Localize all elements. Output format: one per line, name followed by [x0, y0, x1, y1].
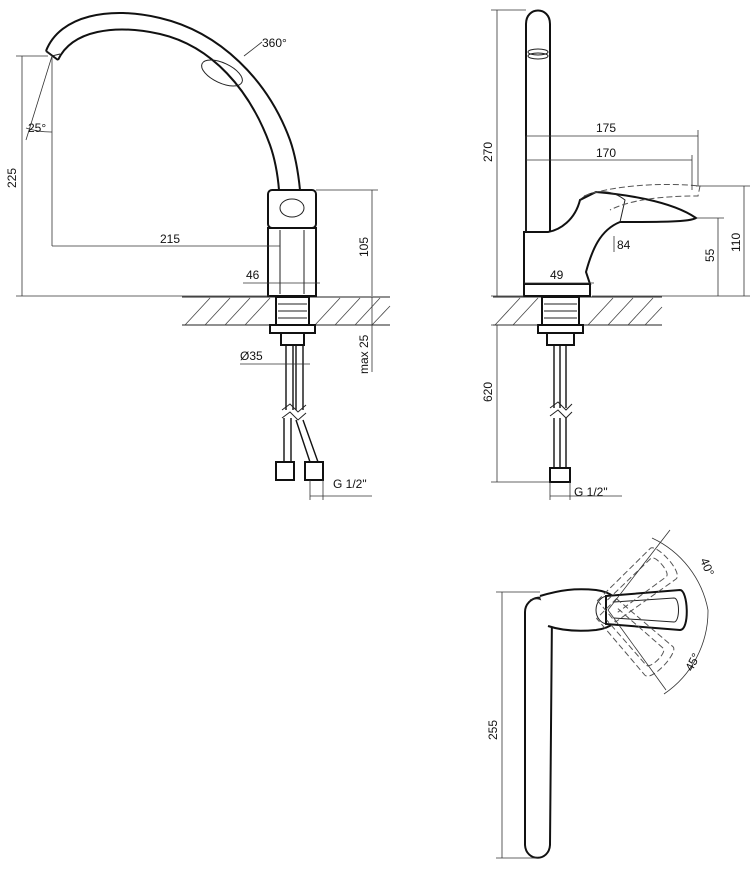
dim-g-thread-front: G 1/2" — [333, 477, 367, 491]
front-swivel-ring — [201, 59, 243, 87]
dim-46: 46 — [246, 268, 260, 282]
dim-49: 49 — [550, 268, 564, 282]
dim-40-deg: 40° — [697, 556, 717, 578]
front-spout-inner — [57, 28, 280, 191]
front-body-top — [267, 189, 317, 229]
front-view: 225 25° 360° 215 105 46 Ø35 max 25 G 1/2… — [5, 12, 391, 500]
dim-255: 255 — [486, 720, 500, 740]
front-spout — [45, 12, 301, 191]
dim-225: 225 — [5, 168, 19, 188]
dim-45-deg: 45° — [682, 651, 703, 674]
dim-620: 620 — [481, 382, 495, 402]
top-handle-rotated-left — [596, 547, 678, 623]
side-hose — [549, 345, 573, 483]
top-view: 255 40° 45° — [486, 529, 717, 859]
dim-35-diameter: Ø35 — [240, 349, 263, 363]
side-handle — [579, 191, 626, 223]
dim-175: 175 — [596, 121, 616, 135]
dim-g-thread-side: G 1/2" — [574, 485, 608, 499]
side-view: 270 175 170 84 55 110 49 620 G 1/2" — [481, 9, 750, 500]
dim-max-25: max 25 — [357, 334, 371, 374]
dim-215: 215 — [160, 232, 180, 246]
front-hoses — [275, 345, 324, 481]
dim-110: 110 — [729, 233, 743, 252]
top-handle — [605, 588, 688, 632]
dim-105: 105 — [357, 237, 371, 257]
front-body — [267, 227, 317, 297]
top-handle-rotated-right — [596, 598, 675, 677]
side-spout — [525, 9, 551, 233]
dim-270: 270 — [481, 142, 495, 162]
dim-360-deg: 360° — [262, 36, 287, 50]
dim-25-deg: 25° — [28, 121, 46, 135]
dim-170: 170 — [596, 146, 616, 160]
dim-84: 84 — [617, 238, 631, 252]
top-spout — [524, 596, 554, 859]
dim-55: 55 — [703, 248, 717, 262]
